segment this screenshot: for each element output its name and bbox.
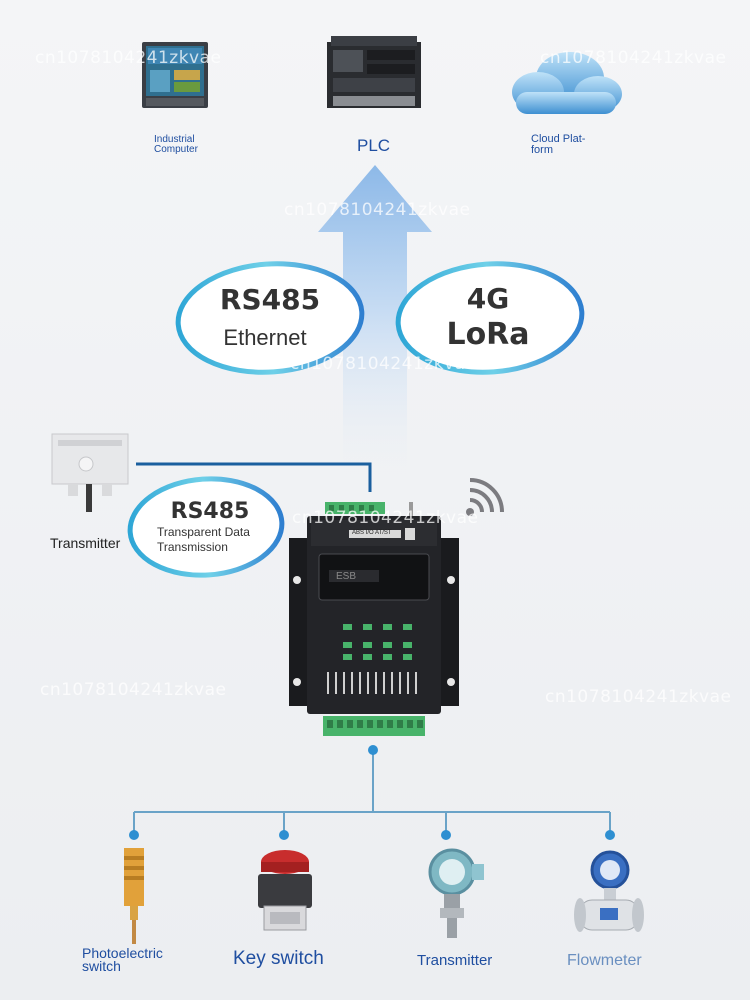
left-oval-ring [175,261,365,375]
watermark: cn1078104241zkvae [35,48,222,68]
right-oval-ring [395,261,585,375]
photoelectric-node-dot [129,830,139,840]
left-oval-subtitle: Ethernet [223,325,307,350]
transmitter-bottom-label: Transmitter [417,952,493,969]
device-node-dot [368,745,378,755]
watermark: cn1078104241zkvae [290,354,477,374]
key-switch-node-dot [279,830,289,840]
watermark: cn1078104241zkvae [292,508,479,528]
watermark: cn1078104241zkvae [545,687,732,707]
transmitter-oval-ring [127,476,285,578]
io-device [289,502,459,742]
photoelectric-switch-icon [120,848,148,944]
transmitter-oval-line2: Transparent Data [157,525,250,539]
plc-label: PLC [357,136,391,155]
key-switch-icon [250,848,320,938]
key-switch-label: Key switch [233,948,324,969]
watermark: cn1078104241zkvae [284,200,471,220]
transmitter-node-dot [441,830,451,840]
transmitter-oval-line3: Transmission [157,540,228,554]
transmitter-oval-title: RS485 [170,499,250,524]
cloud-platform-label: Cloud Plat- form [531,133,586,156]
flowmeter-node-dot [605,830,615,840]
cloud-icon [498,48,628,120]
industrial-computer-label: Industrial Computer [154,134,198,155]
watermark: cn1078104241zkvae [40,680,227,700]
flowmeter-label: Flowmeter [567,952,642,969]
left-oval-title: RS485 [219,283,321,316]
pressure-transmitter-icon [418,848,488,940]
watermark: cn1078104241zkvae [540,48,727,68]
device-display-text: ESB [336,571,357,582]
right-oval-subtitle: LoRa [446,317,530,352]
right-oval-title: 4G [466,282,510,315]
plc-icon [327,36,421,112]
industrial-computer-icon [140,40,210,112]
transmitter-box-icon [50,432,130,512]
photoelectric-switch-label: Photoelectric switch [82,945,163,974]
wireless-signal-icon [464,478,508,518]
transmitter-side-label: Transmitter [50,535,121,551]
flowmeter-icon [570,850,646,942]
device-top-label: ABS I/O AT/ST [352,530,392,536]
